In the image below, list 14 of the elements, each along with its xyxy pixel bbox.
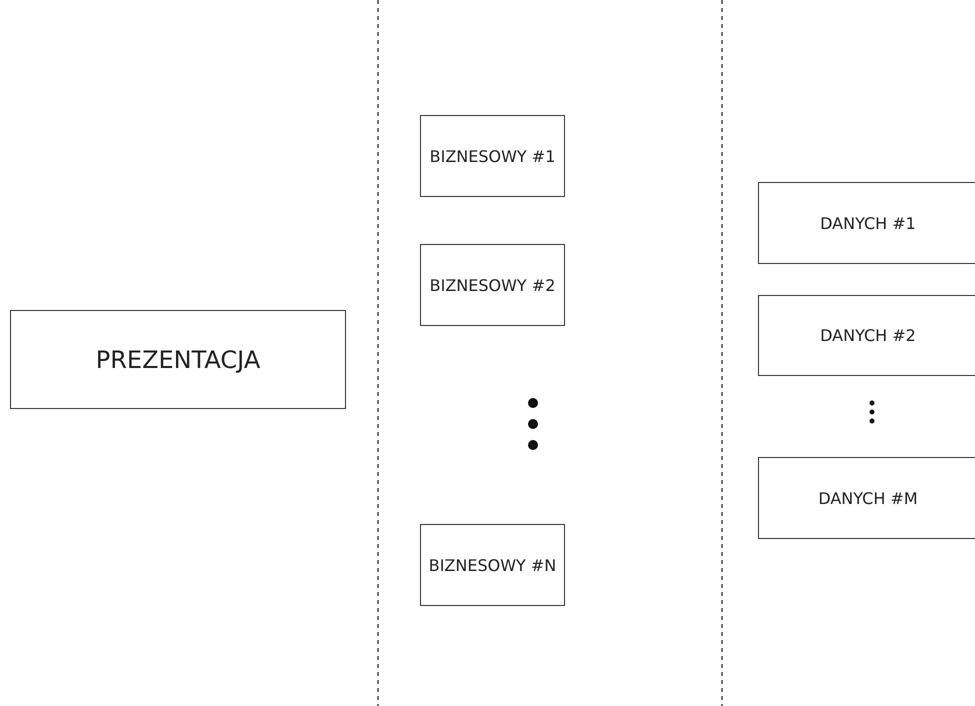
layer-box	[758, 295, 975, 376]
layer-box	[758, 457, 975, 539]
box-label: DANYCH #M	[818, 488, 918, 508]
layer-box	[420, 244, 565, 326]
box-label: BIZNESOWY #2	[430, 276, 556, 294]
box-label: BIZNESOWY #N	[428, 556, 556, 574]
layer-box	[420, 524, 565, 606]
box-label: BIZNESOWY #1	[430, 146, 556, 166]
layer-box	[10, 310, 346, 409]
layer-box	[758, 182, 975, 264]
box-label: DANYCH #2	[820, 326, 916, 345]
box-label: DANYCH #1	[820, 214, 916, 232]
box-label: PREZENTACJA	[96, 346, 260, 374]
layer-box	[420, 115, 565, 197]
